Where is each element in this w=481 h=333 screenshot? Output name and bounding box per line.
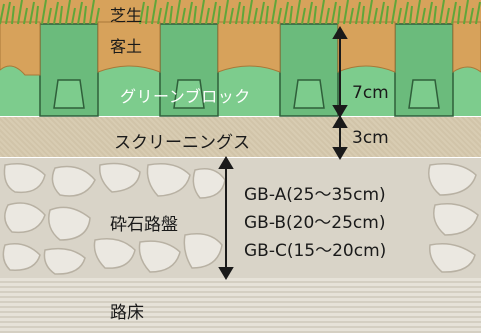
stone <box>429 243 476 273</box>
mound <box>217 21 281 73</box>
connector <box>293 79 325 109</box>
stone <box>93 238 136 269</box>
label-gb-c: GB-C(15〜20cm) <box>244 241 387 261</box>
stone <box>192 168 226 199</box>
stone <box>51 165 96 197</box>
stone <box>3 163 46 194</box>
screenings-layer <box>0 117 481 157</box>
label-turf: 芝生 <box>110 6 143 25</box>
label-gb-a: GB-A(25〜35cm) <box>244 185 386 205</box>
mound <box>337 21 396 73</box>
label-green-block-depth: 7cm <box>352 83 389 103</box>
label-green-block: グリーンブロック <box>120 87 251 106</box>
arrow-3cm-bottom <box>332 147 348 160</box>
label-screenings: スクリーニングス <box>114 133 250 153</box>
arrow-base-bottom <box>218 267 234 280</box>
label-crushed-stone-base: 砕石路盤 <box>110 215 178 235</box>
dimension-arrows <box>218 26 348 280</box>
stone <box>138 240 181 273</box>
stone <box>433 203 479 236</box>
grass-blades <box>0 0 481 25</box>
stone <box>99 162 141 193</box>
subgrade-layer <box>0 278 481 333</box>
connector <box>173 79 205 109</box>
arrow-7cm-bottom <box>332 105 348 118</box>
stone <box>43 247 86 275</box>
block-connectors <box>53 79 440 109</box>
label-screenings-depth: 3cm <box>352 128 389 148</box>
arrow-3cm-top <box>332 115 348 128</box>
stone <box>146 163 191 197</box>
stone <box>428 163 477 196</box>
stone <box>48 206 91 241</box>
gravel-stones <box>2 162 479 275</box>
stone <box>4 202 46 234</box>
mound <box>97 21 161 73</box>
mound <box>0 21 41 76</box>
grass <box>0 0 481 25</box>
stone <box>2 243 41 271</box>
label-gb-b: GB-B(20〜25cm) <box>244 213 386 233</box>
arrow-7cm-top <box>332 26 348 39</box>
soil-mounds <box>0 21 481 76</box>
connector <box>53 79 85 109</box>
label-subgrade: 路床 <box>110 303 144 323</box>
arrow-base-top <box>218 156 234 169</box>
stone <box>183 233 223 269</box>
label-top-soil: 客土 <box>110 37 143 56</box>
connector <box>408 79 440 109</box>
mound <box>452 21 481 73</box>
